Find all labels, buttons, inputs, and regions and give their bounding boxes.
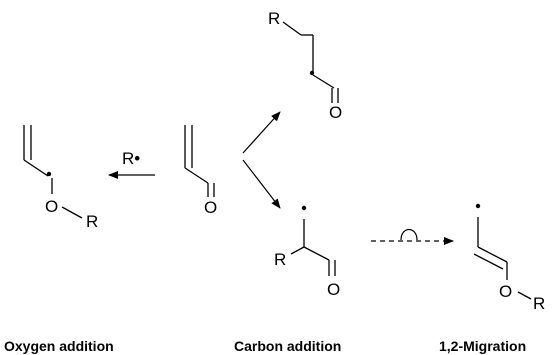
oxygen-atom-label: O <box>45 197 58 216</box>
arrow-to-carbon-addition-bottom <box>242 159 281 209</box>
caption-carbon-addition: Carbon addition <box>234 338 341 354</box>
radical-dot <box>46 171 52 177</box>
carbon-addition-terminal-product: R O <box>268 9 342 122</box>
r-group-label: R <box>533 294 545 313</box>
acrolein-molecule: O <box>184 125 217 217</box>
r-group-label: R <box>274 250 286 269</box>
arrow-to-carbon-addition-top <box>242 111 281 154</box>
caption-oxygen-addition: Oxygen addition <box>4 338 114 354</box>
radical-dot <box>301 205 307 211</box>
radical-dot <box>309 70 315 76</box>
r-group-label: R <box>268 9 280 28</box>
migration-product: O R <box>473 203 545 313</box>
carbon-addition-internal-product: R O <box>274 205 340 299</box>
oxygen-addition-product: O R <box>23 125 98 231</box>
rotation-arc-icon <box>400 228 418 241</box>
r-group-label: R <box>86 212 98 231</box>
oxygen-atom-label: O <box>204 198 217 217</box>
oxygen-atom-label: O <box>329 103 342 122</box>
reagent-radical-label: R• <box>122 149 140 168</box>
radical-dot <box>475 203 481 209</box>
oxygen-atom-label: O <box>499 282 512 301</box>
caption-migration: 1,2-Migration <box>439 338 526 354</box>
oxygen-atom-label: O <box>327 280 340 299</box>
